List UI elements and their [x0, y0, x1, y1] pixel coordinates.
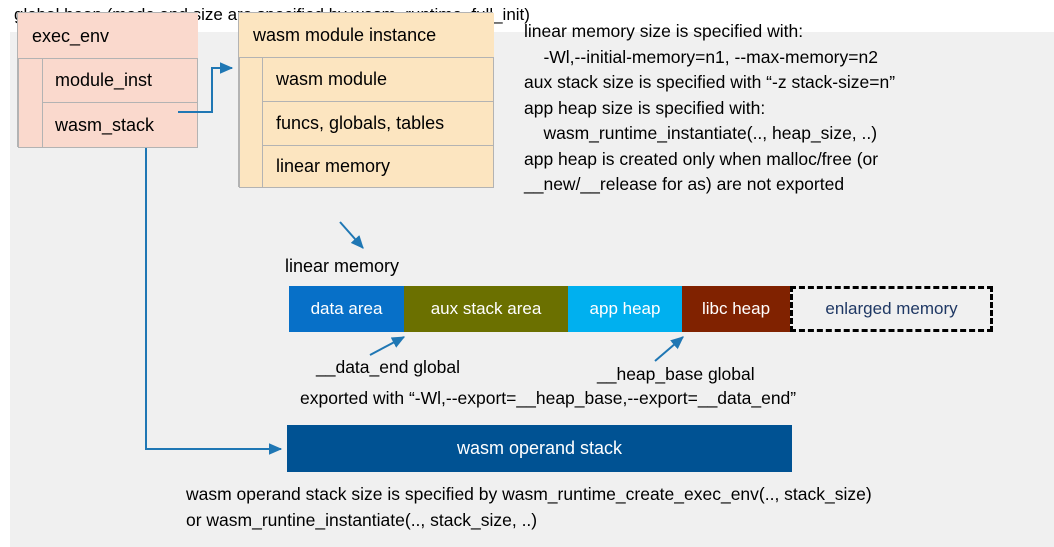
info-line-6: __new/__release for as) are not exported: [524, 174, 845, 194]
annotation-heap-base: __heap_base global: [597, 364, 755, 384]
annotation-data-end: __data_end global: [316, 357, 461, 377]
info-line-5: app heap is created only when malloc/fre…: [524, 148, 879, 169]
info-line-3: app heap size is specified with:: [524, 97, 766, 118]
linear-memory-caption: linear memory: [285, 256, 400, 276]
exec-env-box: exec_env module_inst wasm_stack: [17, 12, 198, 148]
exec-env-header: exec_env: [18, 13, 198, 59]
module-instance-field-linear-memory: linear memory: [262, 145, 494, 188]
memory-segment-data-area: data area: [289, 286, 404, 332]
wasm-operand-stack-label: wasm operand stack: [456, 438, 623, 458]
operand-stack-note: wasm operand stack size is specified by …: [186, 481, 872, 533]
annotation-exported-with: exported with “-Wl,--export=__heap_base,…: [300, 388, 797, 408]
module-instance-header: wasm module instance: [239, 13, 494, 58]
operand-stack-note-line-1: or wasm_runtine_instantiate(.., stack_si…: [186, 510, 538, 530]
module-inst-label: module_inst: [55, 70, 153, 90]
info-line-4: wasm_runtime_instantiate(.., heap_size, …: [524, 123, 878, 143]
wasm-module-instance-box: wasm module instance wasm module funcs, …: [238, 12, 494, 188]
memory-segment-libc-heap: libc heap: [682, 286, 790, 332]
wasm-module-label: wasm module: [276, 69, 388, 89]
module-instance-header-label: wasm module instance: [253, 25, 437, 45]
info-line-0: linear memory size is specified with:: [524, 21, 804, 41]
funcs-globals-tables-label: funcs, globals, tables: [276, 113, 445, 133]
module-instance-field-funcs-globals-tables: funcs, globals, tables: [262, 101, 494, 146]
wasm-stack-label: wasm_stack: [55, 114, 155, 135]
exec-env-gutter: [18, 58, 43, 148]
memory-segment-enlarged-memory: enlarged memory: [790, 286, 993, 332]
exec-env-field-module-inst: module_inst: [42, 58, 198, 103]
info-line-2: aux stack size is specified with “-z sta…: [524, 72, 896, 92]
linear-memory-label: linear memory: [276, 156, 391, 176]
operand-stack-note-line-0: wasm operand stack size is specified by …: [186, 484, 872, 504]
memory-segment-app-heap: app heap: [568, 286, 682, 332]
memory-segment-aux-stack-area: aux stack area: [404, 286, 568, 332]
module-instance-gutter: [239, 57, 263, 188]
linear-memory-info-text: linear memory size is specified with: -W…: [524, 19, 1034, 198]
wasm-operand-stack-bar: wasm operand stack: [287, 425, 792, 472]
info-line-1: -Wl,--initial-memory=n1, --max-memory=n2: [524, 46, 878, 67]
exec-env-header-label: exec_env: [32, 25, 110, 46]
exec-env-field-wasm-stack: wasm_stack: [42, 102, 198, 148]
module-instance-field-wasm-module: wasm module: [262, 57, 494, 102]
